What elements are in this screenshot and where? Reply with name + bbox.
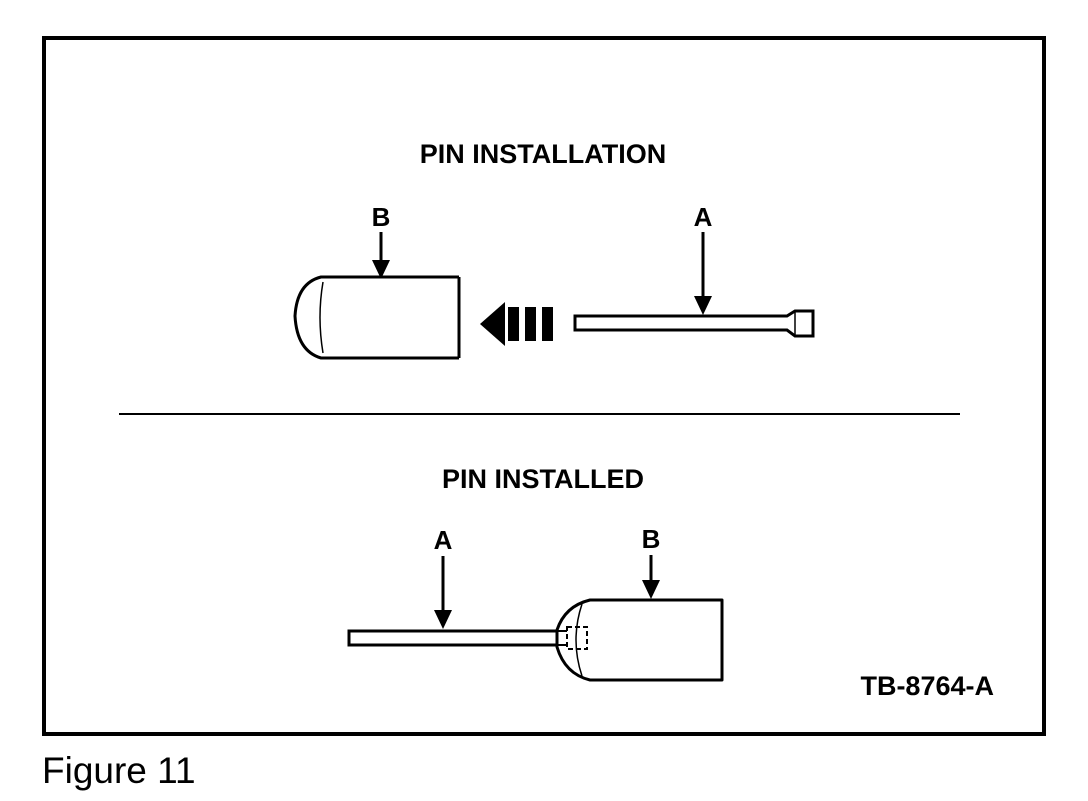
installation-pointer-a bbox=[694, 232, 712, 315]
installed-cap-b bbox=[555, 598, 724, 682]
figure-caption: Figure 11 bbox=[42, 750, 196, 791]
installed-label-b: B bbox=[642, 524, 661, 554]
figure-reference-code: TB-8764-A bbox=[860, 671, 994, 701]
installed-pointer-b bbox=[642, 555, 660, 599]
figure-frame bbox=[42, 36, 1046, 736]
installation-label-a: A bbox=[694, 202, 713, 232]
installed-pointer-a bbox=[434, 556, 452, 629]
installation-pointer-b bbox=[372, 232, 390, 279]
installed-label-a: A bbox=[434, 525, 453, 555]
installation-title: PIN INSTALLATION bbox=[420, 139, 666, 169]
installed-pin-a bbox=[347, 629, 559, 647]
insertion-direction-arrow bbox=[480, 302, 553, 346]
installed-title: PIN INSTALLED bbox=[442, 464, 644, 494]
installation-cap-b bbox=[293, 275, 461, 360]
installation-label-b: B bbox=[372, 202, 391, 232]
installation-pin-a bbox=[573, 309, 815, 338]
